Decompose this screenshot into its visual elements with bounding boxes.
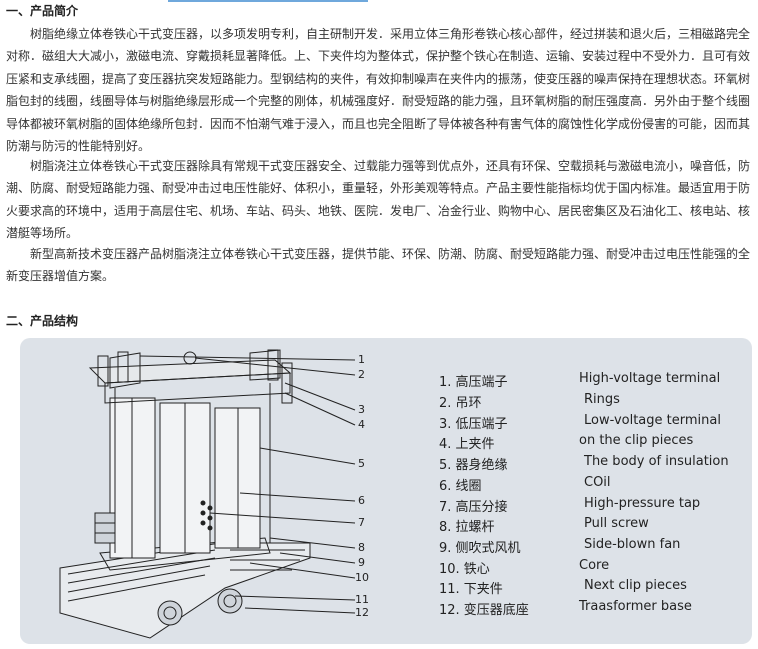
legend-zh: 3. 低压端子: [439, 417, 508, 432]
legend-item: 10. 铁心 Core: [439, 558, 739, 578]
legend-item: 3. 低压端子 Low-voltage terminal: [439, 413, 739, 433]
callout-12: 12: [355, 606, 369, 619]
callout-2: 2: [358, 368, 365, 381]
structure-panel: 1 2 3 4 5 6 7 8 9 10 11 12: [20, 338, 752, 644]
legend-item: 1. 高压端子 High-voltage terminal: [439, 371, 739, 391]
intro-paragraph-2: 树脂浇注立体卷铁心干式变压器除具有常规干式变压器安全、过载能力强等到优点外，还具…: [6, 159, 751, 241]
legend-zh: 1. 高压端子: [439, 375, 508, 390]
legend-en: on the clip pieces: [579, 433, 694, 448]
legend-zh: 9. 侧吹式风机: [439, 541, 521, 556]
legend-en: Side-blown fan: [584, 537, 681, 552]
callout-7: 7: [358, 516, 365, 529]
section-title-structure: 二、产品结构: [6, 314, 79, 328]
legend-item: 12. 变压器底座 Traasformer base: [439, 599, 739, 619]
legend-zh: 12. 变压器底座: [439, 603, 529, 618]
legend-zh: 10. 铁心: [439, 562, 490, 577]
callout-11: 11: [355, 593, 369, 606]
legend-en: Next clip pieces: [584, 578, 687, 593]
legend-en: Pull screw: [584, 516, 649, 531]
section-title-intro: 一、产品简介: [6, 4, 79, 18]
callout-5: 5: [358, 457, 365, 470]
callout-4: 4: [358, 418, 365, 431]
legend-zh: 2. 吊环: [439, 396, 482, 411]
legend-en: Low-voltage terminal: [584, 413, 721, 428]
legend-zh: 11. 下夹件: [439, 582, 503, 597]
top-divider: [168, 0, 368, 2]
legend-en: High-pressure tap: [584, 496, 701, 511]
intro-paragraph-3: 新型高新技术变压器产品树脂浇注立体卷铁心干式变压器，提供节能、环保、防潮、防腐、…: [6, 247, 751, 284]
legend-en: Core: [579, 558, 610, 573]
legend-item: 5. 器身绝缘 The body of insulation: [439, 454, 739, 474]
legend-item: 7. 高压分接 High-pressure tap: [439, 496, 739, 516]
legend-zh: 8. 拉螺杆: [439, 520, 495, 535]
legend-item: 11. 下夹件 Next clip pieces: [439, 578, 739, 598]
callout-6: 6: [358, 494, 365, 507]
legend-en: High-voltage terminal: [579, 371, 721, 386]
legend-en: Rings: [584, 392, 620, 407]
transformer-diagram: [59, 349, 356, 639]
legend-item: 6. 线圈 COil: [439, 475, 739, 495]
legend-zh: 6. 线圈: [439, 479, 482, 494]
callout-10: 10: [355, 571, 369, 584]
callout-3: 3: [358, 403, 365, 416]
legend-en: Traasformer base: [579, 599, 692, 614]
legend-en: The body of insulation: [584, 454, 729, 469]
legend-zh: 5. 器身绝缘: [439, 458, 508, 473]
legend-zh: 4. 上夹件: [439, 437, 495, 452]
callout-1: 1: [358, 353, 365, 366]
legend-zh: 7. 高压分接: [439, 500, 508, 515]
legend-en: COil: [584, 475, 611, 490]
callout-9: 9: [358, 556, 365, 569]
callout-8: 8: [358, 541, 365, 554]
legend-item: 9. 侧吹式风机 Side-blown fan: [439, 537, 739, 557]
legend-item: 2. 吊环 Rings: [439, 392, 739, 412]
legend-item: 8. 拉螺杆 Pull screw: [439, 516, 739, 536]
intro-paragraph-1: 树脂绝缘立体卷铁心干式变压器，以多项发明专利，自主研制开发．采用立体三角形卷铁心…: [6, 27, 751, 154]
legend-item: 4. 上夹件 on the clip pieces: [439, 433, 739, 453]
